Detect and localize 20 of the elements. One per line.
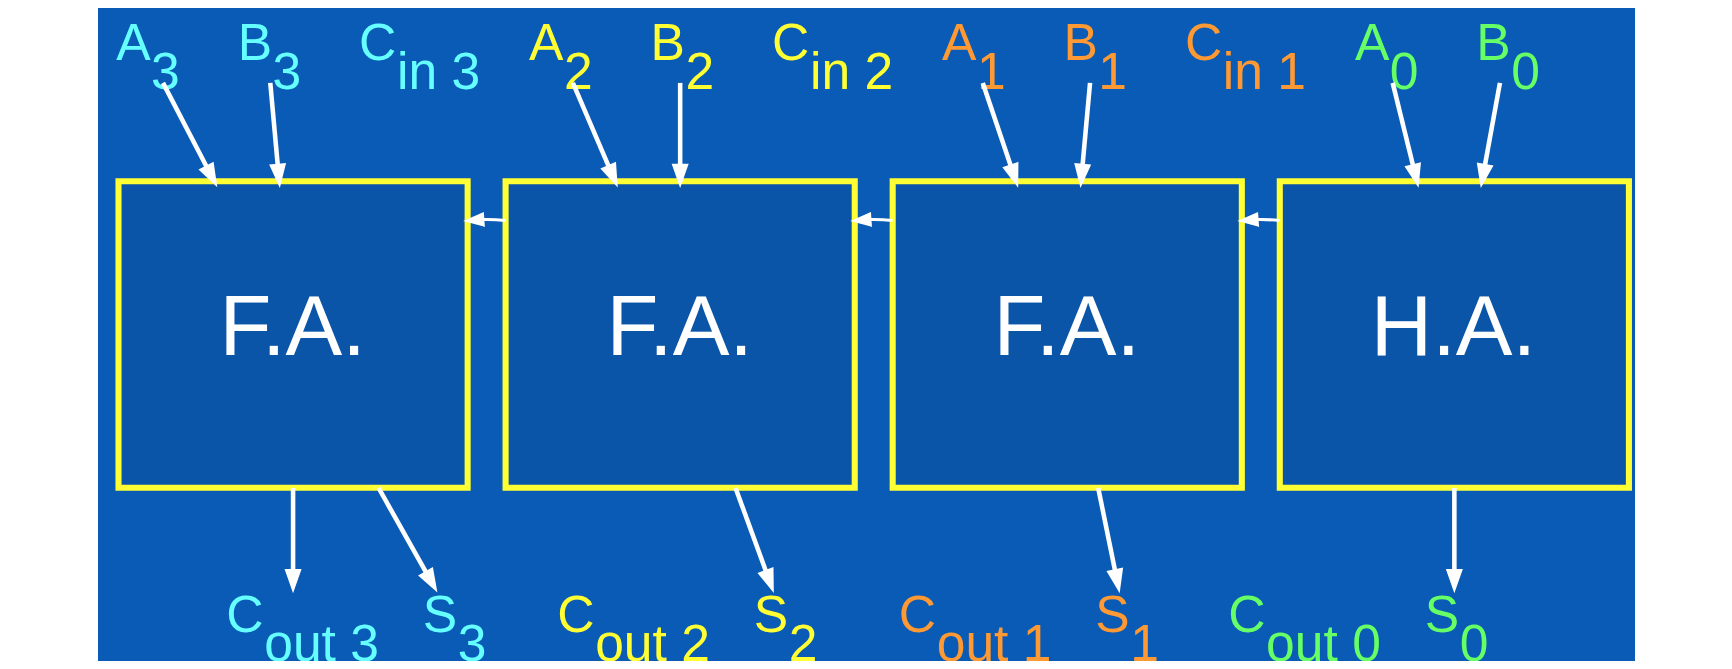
arrow <box>267 82 286 188</box>
arrow <box>160 81 217 188</box>
node-box: H.A. <box>1276 178 1632 491</box>
arrow <box>1073 82 1092 188</box>
arrow <box>284 487 302 594</box>
arrow <box>732 487 774 593</box>
node-box: F.A. <box>114 178 471 491</box>
node-box: F.A. <box>889 178 1245 491</box>
arrow <box>462 212 506 227</box>
arrow <box>671 82 689 189</box>
arrow <box>570 82 618 188</box>
arrow <box>376 486 437 593</box>
arrow <box>1236 212 1280 227</box>
arrow <box>1476 82 1502 188</box>
arrow <box>1095 487 1123 594</box>
arrow <box>980 82 1018 188</box>
node-box: F.A. <box>502 178 858 491</box>
arrow <box>849 212 893 227</box>
arrow <box>1389 82 1421 188</box>
arrow <box>1445 487 1463 594</box>
